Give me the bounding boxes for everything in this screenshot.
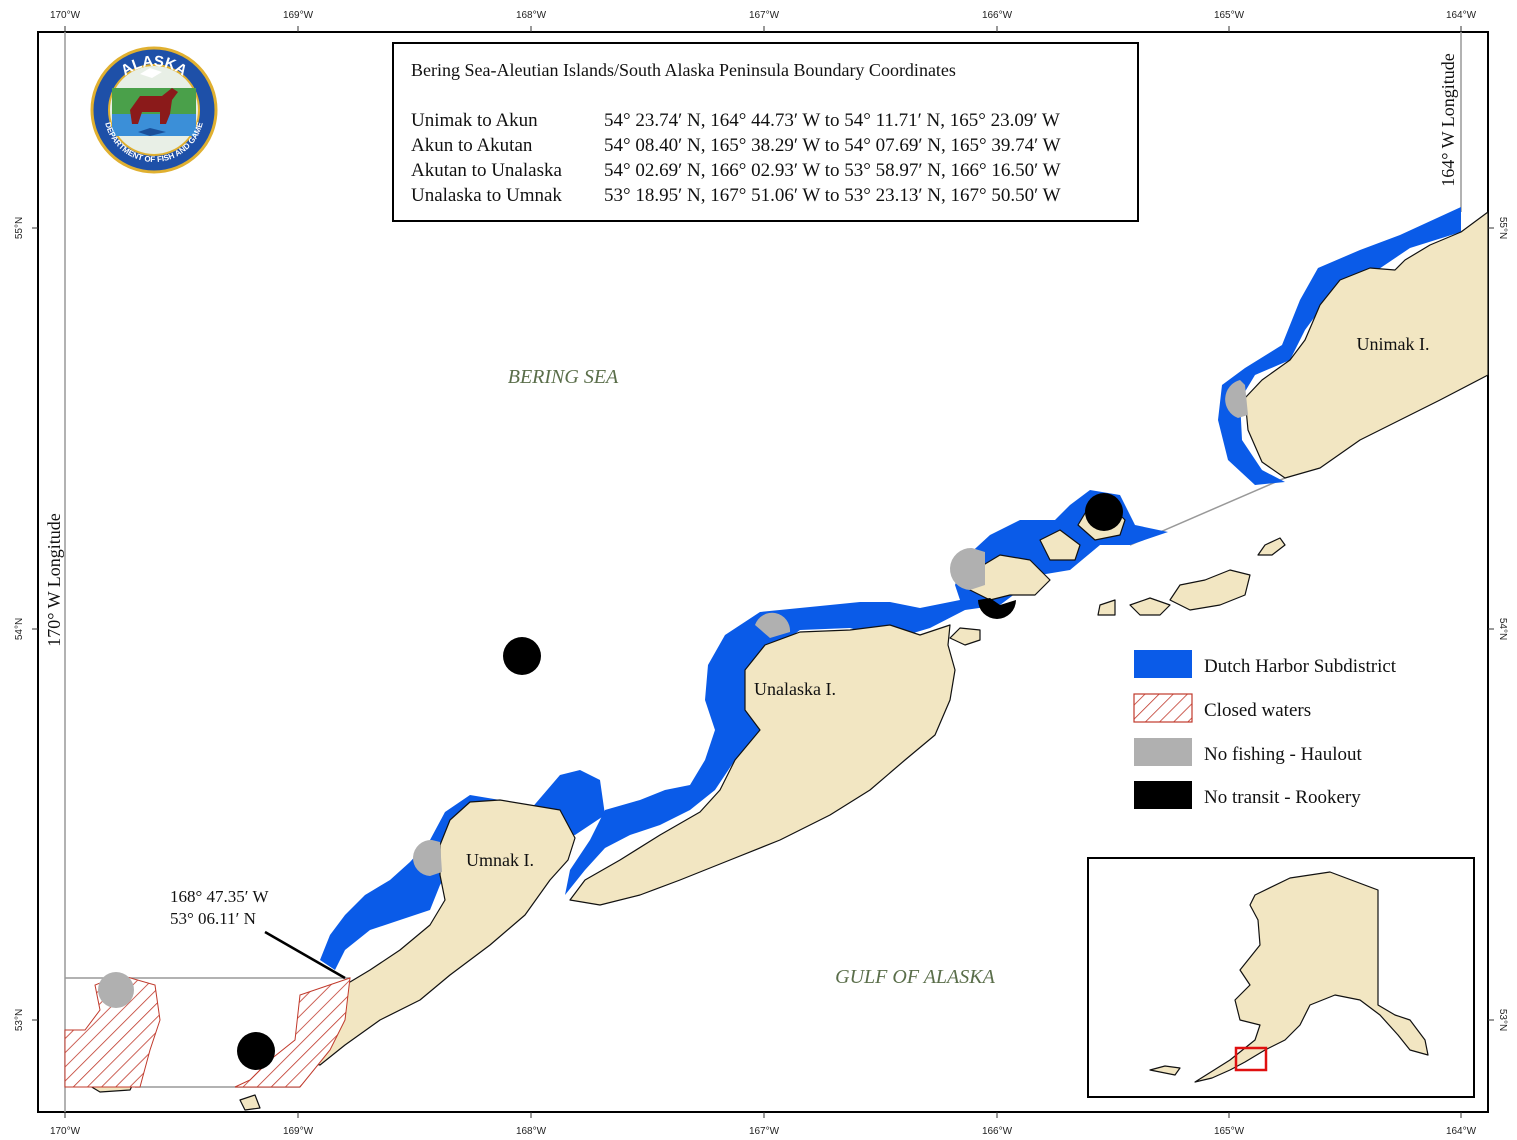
callout-line [264,930,346,980]
rookery-markers [237,493,1123,1070]
label-bering-sea: BERING SEA [508,366,619,388]
legend-label-haulout: No fishing - Haulout [1204,744,1363,765]
legend-label-closed: Closed waters [1204,700,1311,721]
coord-row-name: Akutan to Unalaska [411,160,562,181]
label-170w-longitude: 170° W Longitude [44,513,64,647]
legend-swatch-subdistrict [1134,650,1192,678]
coord-row-name: Unimak to Akun [411,110,538,131]
legend-swatch-rookery [1134,781,1192,809]
akun-area [1039,529,1081,561]
left-tick-54n: 54°N [14,618,25,640]
logo-caribou-icon [130,88,178,124]
map-frame [37,31,1489,1113]
small-island-7 [239,1094,261,1111]
coord-row-value: 54° 02.69′ N, 166° 02.93′ W to 53° 58.97… [604,160,1061,181]
legend-swatch-haulout [1134,738,1192,766]
label-gulf-of-alaska: GULF OF ALASKA [835,966,995,988]
bottom-tick-167w: 167°W [749,1126,780,1137]
legend: Dutch Harbor Subdistrict Closed waters N… [1133,650,1397,809]
top-tick-165w: 165°W [1214,10,1245,21]
logo-bird-icon [140,68,162,78]
alaska-peninsula-unimak [1244,211,1489,479]
logo-fish-icon [138,128,166,136]
callout-lon: 168° 47.35′ W [170,887,269,906]
bottom-tick-170w: 170°W [50,1126,81,1137]
small-island-2 [1097,599,1116,616]
top-tick-166w: 166°W [982,10,1013,21]
label-unimak-island: Unimak I. [1357,334,1430,354]
label-164w-longitude: 164° W Longitude [1438,53,1458,187]
left-tick-53n: 53°N [14,1009,25,1031]
bottom-ticks [64,1112,1462,1118]
coord-row-value: 54° 23.74′ N, 164° 44.73′ W to 54° 11.71… [604,110,1060,131]
coord-row-name: Unalaska to Umnak [411,185,562,206]
bottom-tick-labels: 170°W 169°W 168°W 167°W 166°W 165°W 164°… [50,1126,1477,1137]
top-tick-169w: 169°W [283,10,314,21]
legend-label-subdistrict: Dutch Harbor Subdistrict [1204,656,1397,677]
bottom-tick-164w: 164°W [1446,1126,1477,1137]
closed-waters [64,974,351,1088]
inset-locator-box [1234,1046,1268,1072]
top-tick-labels: 170°W 169°W 168°W 167°W 166°W 165°W 164°… [50,10,1477,21]
adfg-logo: ALASKA DEPARTMENT OF FISH AND GAME [90,46,218,174]
small-island-1 [1129,597,1171,616]
top-tick-170w: 170°W [50,10,81,21]
inset-map [1087,857,1475,1098]
small-island-3 [1257,537,1286,556]
right-tick-53n: 53°N [1497,1009,1508,1031]
left-tick-55n: 55°N [14,217,25,239]
bottom-tick-166w: 166°W [982,1126,1013,1137]
coordinates-title: Bering Sea-Aleutian Islands/South Alaska… [411,60,956,80]
coord-row-value: 54° 08.40′ N, 165° 38.29′ W to 54° 07.69… [604,135,1061,156]
label-umnak-island: Umnak I. [466,850,534,870]
top-tick-168w: 168°W [516,10,547,21]
bottom-tick-165w: 165°W [1214,1126,1245,1137]
callout-lat: 53° 06.11′ N [170,909,256,928]
top-tick-167w: 167°W [749,10,780,21]
top-tick-164w: 164°W [1446,10,1477,21]
right-tick-54n: 54°N [1497,618,1508,640]
coord-row-name: Akun to Akutan [411,135,533,156]
bottom-tick-169w: 169°W [283,1126,314,1137]
side-ticks [32,227,1494,1021]
unalaska-main [569,624,956,906]
legend-swatch-closed [1133,693,1193,723]
bottom-tick-168w: 168°W [516,1126,547,1137]
coord-row-value: 53° 18.95′ N, 167° 51.06′ W to 53° 23.13… [604,185,1061,206]
label-unalaska-island: Unalaska I. [754,679,836,699]
coordinates-box: Bering Sea-Aleutian Islands/South Alaska… [392,42,1139,222]
right-tick-55n: 55°N [1497,217,1508,239]
top-ticks [64,26,1462,32]
small-island-4 [949,627,981,646]
haulout-markers [98,380,1248,1008]
east-islands [1169,569,1251,611]
legend-label-rookery: No transit - Rookery [1204,787,1361,808]
